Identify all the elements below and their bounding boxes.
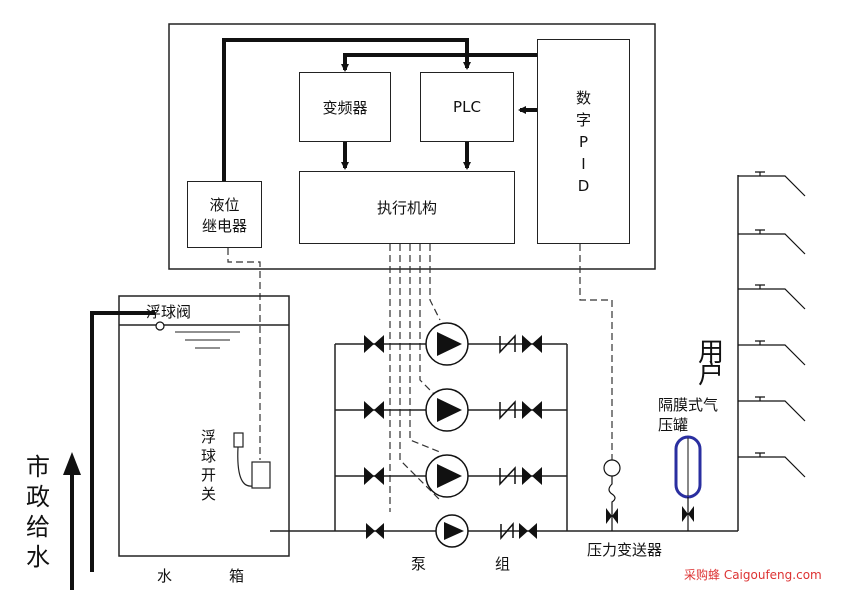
- pid-label: 数 字 P I D: [575, 88, 591, 195]
- diaphragm-tank-label-2: 压罐: [658, 416, 689, 434]
- check-valves: [499, 334, 516, 541]
- level-relay-box: 液位 继电器: [187, 181, 262, 248]
- tank-label-2: 箱: [229, 567, 245, 585]
- user-label-1: 用: [698, 338, 725, 368]
- control-cabinet: [168, 23, 656, 270]
- level-relay-line1: 液位: [209, 195, 240, 214]
- float-valve-ball: [155, 321, 165, 331]
- inverter-label: 变频器: [322, 98, 368, 117]
- pressure-transmitter-label: 压力变送器: [587, 541, 663, 559]
- plc-box: PLC: [420, 72, 514, 142]
- plc-label: PLC: [453, 98, 481, 116]
- pid-box: 数 字 P I D: [537, 39, 630, 244]
- actuator-label: 执行机构: [376, 199, 437, 217]
- municipal-inlet-pipe: [90, 311, 155, 572]
- diaphragm-tank: [674, 435, 702, 531]
- gate-valves: [364, 335, 542, 539]
- water-tank: [118, 295, 290, 557]
- float-valve-label: 浮球阀: [146, 303, 192, 321]
- pump-group: [425, 322, 469, 548]
- pressure-transmitter: [603, 459, 621, 531]
- user-taps: [738, 171, 806, 478]
- dashed-control-lines: [227, 244, 613, 512]
- float-switch: [233, 432, 271, 489]
- tank-label-1: 水: [157, 567, 173, 585]
- level-relay-line2: 继电器: [201, 216, 247, 235]
- user-label-2: 户: [698, 360, 725, 390]
- actuator-box: 执行机构: [299, 171, 515, 244]
- signal-lines: [222, 38, 537, 181]
- inverter-box: 变频器: [299, 72, 391, 142]
- diaphragm-tank-label-1: 隔膜式气: [658, 396, 719, 414]
- pump-label-2: 组: [495, 555, 511, 573]
- watermark: 采购蜂 Caigoufeng.com: [684, 568, 822, 582]
- float-switch-label: 浮 球 开 关: [201, 428, 217, 503]
- municipal-water-label: 市 政 给 水: [26, 453, 50, 571]
- pump-label-1: 泵: [411, 555, 427, 573]
- up-arrow-icon: [63, 452, 81, 590]
